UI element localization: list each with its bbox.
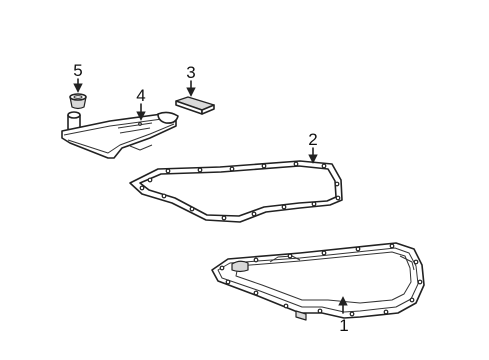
callout-label-5: 5 — [73, 61, 82, 80]
gasket-part-2 — [129, 160, 343, 223]
seal-part-5 — [69, 93, 87, 110]
callout-label-3: 3 — [186, 63, 195, 82]
callout-label-1: 1 — [339, 316, 348, 335]
filter-pad-part-3 — [175, 96, 215, 115]
callout-label-2: 2 — [308, 130, 317, 149]
oil-pan-bolt-holes — [219, 243, 423, 317]
gasket-bolt-holes — [139, 161, 341, 221]
callout-label-4: 4 — [136, 86, 145, 105]
oil-pan-part-1 — [211, 242, 425, 321]
filter-part-4 — [61, 111, 179, 159]
